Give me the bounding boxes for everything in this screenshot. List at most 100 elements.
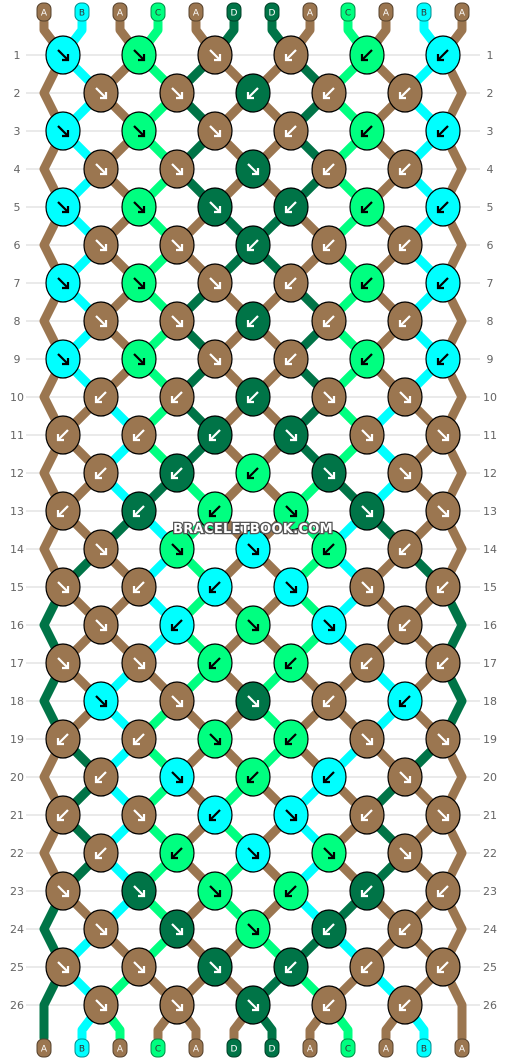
row-label-right: 16 xyxy=(483,619,497,632)
knot xyxy=(235,985,271,1025)
strand-cap xyxy=(36,2,52,22)
arrow-head-icon xyxy=(398,92,406,100)
row-label-left: 24 xyxy=(10,923,24,936)
strand-letter: A xyxy=(117,9,124,19)
row-label-left: 16 xyxy=(10,619,24,632)
strand-letter: A xyxy=(307,1045,314,1055)
arrow-icon xyxy=(437,201,449,213)
knot xyxy=(387,681,423,721)
arrow-head-icon xyxy=(252,624,260,632)
arrow-icon xyxy=(171,315,183,327)
arrow-head-icon xyxy=(94,776,102,784)
arrow-head-icon xyxy=(360,890,368,898)
row-label-left: 26 xyxy=(10,999,24,1012)
strand-cap xyxy=(378,2,394,22)
arrow-head-icon xyxy=(360,358,368,366)
arrow-head-icon xyxy=(170,472,178,480)
arrow-icon xyxy=(209,201,221,213)
arrow-head-icon xyxy=(322,92,330,100)
arrow-head-icon xyxy=(176,700,184,708)
arrow-icon xyxy=(247,315,259,327)
knot xyxy=(45,871,81,911)
knot xyxy=(45,643,81,683)
arrow-head-icon xyxy=(214,130,222,138)
arrow-icon xyxy=(133,809,145,821)
knot xyxy=(387,833,423,873)
arrow-head-icon xyxy=(328,472,336,480)
knot xyxy=(311,757,347,797)
arrow-head-icon xyxy=(176,548,184,556)
arrow-icon xyxy=(437,581,449,593)
strand-cap xyxy=(264,2,280,22)
knot xyxy=(235,757,271,797)
knot xyxy=(83,225,119,265)
arrow-icon xyxy=(247,543,259,555)
arrow-icon xyxy=(361,201,373,213)
arrow-head-icon xyxy=(442,738,450,746)
knot xyxy=(273,643,309,683)
arrow-icon xyxy=(399,923,411,935)
arrow-icon xyxy=(399,163,411,175)
knot xyxy=(425,187,461,227)
arrow-icon xyxy=(285,505,297,517)
arrow-head-icon xyxy=(100,1004,108,1012)
arrow-head-icon xyxy=(138,206,146,214)
row-label-right: 20 xyxy=(483,771,497,784)
strand-label-bottom: B xyxy=(416,1038,432,1058)
arrow-head-icon xyxy=(322,168,330,176)
knot xyxy=(45,719,81,759)
knot xyxy=(83,73,119,113)
row-label-left: 20 xyxy=(10,771,24,784)
knot xyxy=(387,605,423,645)
knot xyxy=(197,491,233,531)
arrow-head-icon xyxy=(404,852,412,860)
arrow-head-icon xyxy=(252,1004,260,1012)
knot xyxy=(121,415,157,455)
arrow-icon xyxy=(361,353,373,365)
row-label-right: 19 xyxy=(483,733,497,746)
knot xyxy=(197,35,233,75)
knot xyxy=(425,947,461,987)
strand-label-top: A xyxy=(112,2,128,22)
arrow-head-icon xyxy=(328,624,336,632)
arrow-icon xyxy=(285,809,297,821)
arrow-head-icon xyxy=(322,244,330,252)
knot xyxy=(197,567,233,607)
knot xyxy=(387,453,423,493)
arrow-icon xyxy=(285,657,297,669)
arrow-icon xyxy=(57,505,69,517)
arrow-icon xyxy=(133,49,145,61)
strand-label-bottom: B xyxy=(74,1038,90,1058)
arrow-icon xyxy=(171,923,183,935)
strand-label-bottom: A xyxy=(188,1038,204,1058)
arrow-icon xyxy=(95,619,107,631)
knot xyxy=(235,605,271,645)
arrow-icon xyxy=(57,885,69,897)
knot xyxy=(273,35,309,75)
row-label-right: 22 xyxy=(483,847,497,860)
knot xyxy=(121,795,157,835)
strand-cap xyxy=(112,2,128,22)
strand-label-top: A xyxy=(188,2,204,22)
arrow-icon xyxy=(399,619,411,631)
arrow-head-icon xyxy=(94,396,102,404)
arrow-icon xyxy=(209,125,221,137)
knot xyxy=(273,187,309,227)
row-label-left: 11 xyxy=(10,429,24,442)
knot xyxy=(235,149,271,189)
knot xyxy=(159,909,195,949)
row-label-right: 5 xyxy=(487,201,494,214)
arrow-icon xyxy=(247,771,259,783)
arrow-head-icon xyxy=(208,510,216,518)
arrow-icon xyxy=(437,353,449,365)
knot xyxy=(349,871,385,911)
arrow-head-icon xyxy=(404,472,412,480)
arrow-head-icon xyxy=(208,586,216,594)
strand-cap xyxy=(416,1038,432,1058)
knot xyxy=(387,377,423,417)
arrow-icon xyxy=(171,999,183,1011)
arrow-head-icon xyxy=(100,244,108,252)
strand-label-bottom: D xyxy=(264,1038,280,1058)
strand-letter: B xyxy=(79,1045,85,1055)
row-label-left: 14 xyxy=(10,543,24,556)
